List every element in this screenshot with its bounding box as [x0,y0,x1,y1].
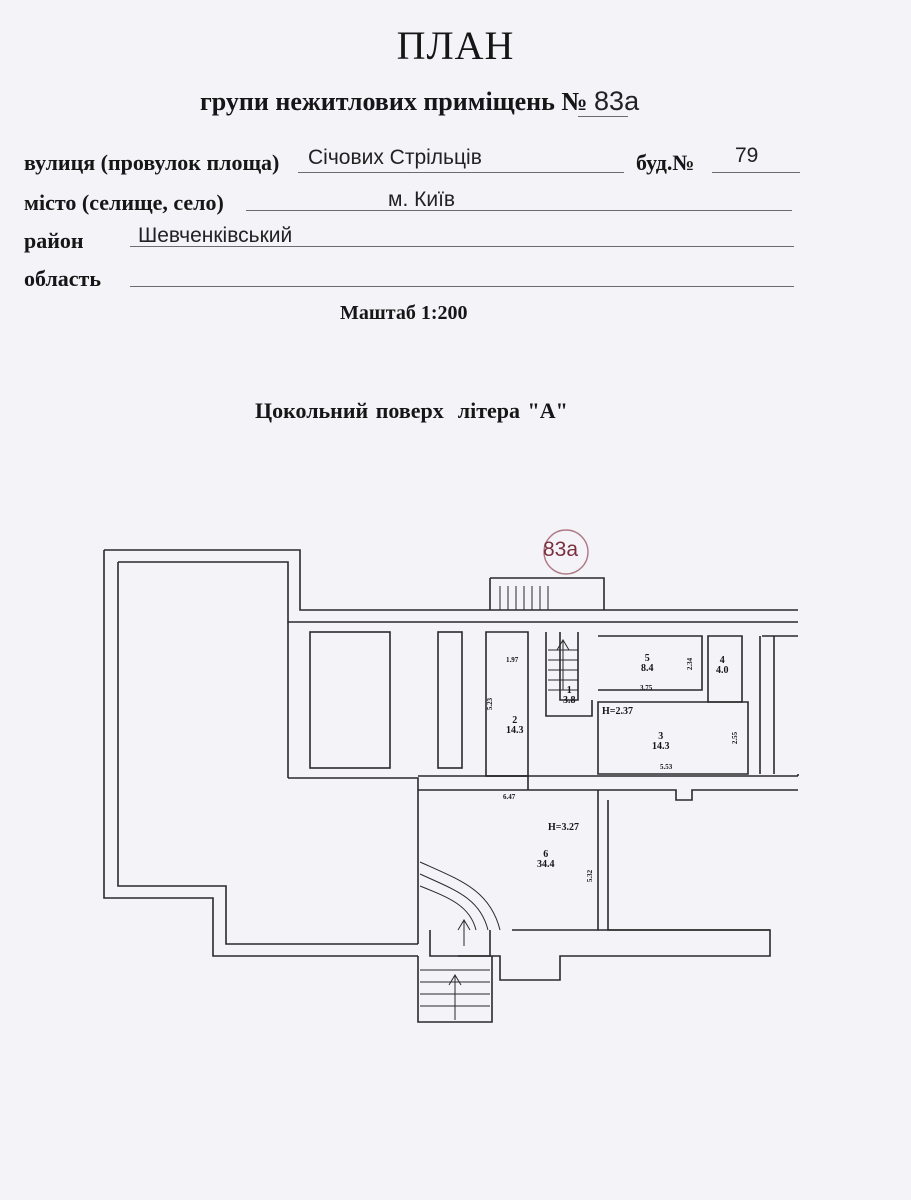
region-underline [130,286,794,287]
room-4-number: 4 [719,655,725,666]
floor-caption: Цокольний поверх літера "А" [255,398,568,424]
room-5-area: 8.4 [641,663,654,674]
room-1-area: 3.8 [563,695,576,706]
height-room-1-5: H=2.37 [602,706,633,717]
room-2-number: 2 [512,715,518,726]
floor-letter: літера "А" [457,398,568,423]
room-4-label: 4 4.0 [716,656,729,676]
room-4-area: 4.0 [716,665,729,676]
dimension-1: 1.97 [506,656,519,664]
street-value: Січових Стрільців [308,146,482,169]
dimension-6: 5.53 [660,763,673,771]
subtitle-text: групи нежитлових приміщень № [200,87,588,116]
city-value: м. Київ [388,188,456,211]
room-3-number: 3 [658,731,664,742]
stair-treads [419,586,578,1020]
district-underline [130,246,794,247]
building-label: буд.№ [636,150,695,175]
district-label: район [24,228,84,253]
street-label: вулиця (провулок площа) [24,150,280,175]
city-label: місто (селище, село) [24,190,224,215]
room-1-number: 1 [566,685,572,696]
room-2-area: 14.3 [506,725,524,736]
room-6-number: 6 [543,849,549,860]
dimension-4: 2.34 [686,657,695,671]
dimension-3: 3.75 [640,684,653,692]
premises-badge-label: 83а [543,538,579,561]
room-5-number: 5 [644,653,650,664]
room-1-label: 1 3.8 [563,686,576,706]
room-5-label: 5 8.4 [641,654,654,674]
street-underline [298,172,624,173]
scale-label: Маштаб 1:200 [340,302,468,324]
room-3-area: 14.3 [652,741,670,752]
room-6-area: 34.4 [537,859,555,870]
premises-number: 83а [594,86,640,116]
region-label: область [24,266,101,291]
building-value: 79 [735,144,759,167]
floor-name: Цокольний поверх [255,398,444,423]
dimension-2: 5.23 [486,697,495,711]
building-underline [712,172,800,173]
height-room-6: H=3.27 [548,822,579,833]
plan-walls [103,549,799,1023]
document-title: ПЛАН [396,23,515,68]
room-2-label: 2 14.3 [506,716,524,736]
district-value: Шевченківський [138,224,293,247]
room-3-label: 3 14.3 [652,732,670,752]
dimension-7: 6.47 [503,793,516,801]
document-subtitle: групи нежитлових приміщень № 83а [200,86,639,117]
dimension-8: 5.32 [586,869,595,883]
city-underline [246,210,792,211]
dimension-5: 2.55 [731,731,740,745]
room-6-label: 6 34.4 [537,850,555,870]
premises-badge-circle [543,529,589,575]
premises-number-underline [578,116,628,117]
